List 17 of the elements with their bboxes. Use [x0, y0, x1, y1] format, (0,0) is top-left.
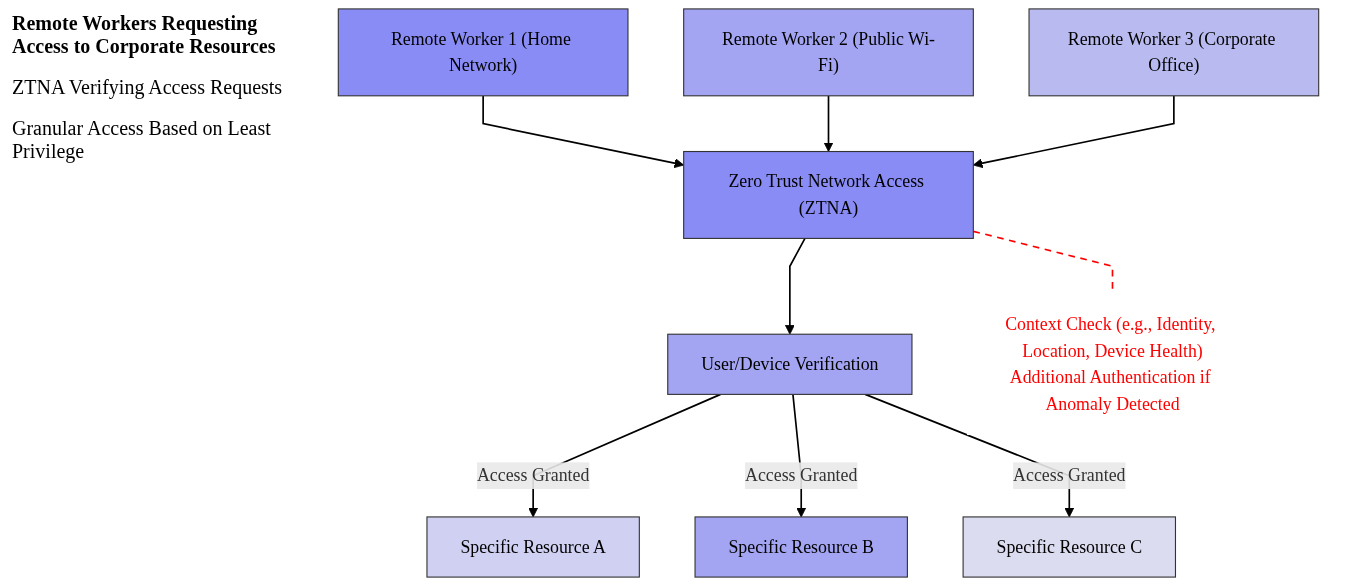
node-box: Specific Resource C — [962, 516, 1177, 578]
node-box: Remote Worker 1 (Home Network) — [337, 8, 629, 97]
edge-label: Access Granted — [476, 465, 590, 485]
arrow — [823, 94, 834, 152]
edge-label: Access Granted — [1013, 465, 1126, 485]
node-box: User/Device Verification — [667, 333, 913, 395]
diagram-title: Remote Workers Requesting Access to Corporate Resources — [12, 12, 277, 58]
node-box: Remote Worker 2 (Public Wi-Fi) — [683, 8, 974, 97]
node-text: Context Check (e.g., Identity, Location, Device Health) Additional Authentication if Anomaly Detected — [1005, 314, 1216, 414]
note-text: Granular Access Based on Least Privilege — [12, 117, 272, 163]
node-box: Zero Trust Network Access (ZTNA) — [683, 150, 974, 239]
node-box: Remote Worker 3 (Corporate Office) — [1028, 8, 1320, 97]
node-box: Specific Resource B — [694, 516, 908, 578]
node-box: Specific Resource A — [426, 516, 640, 578]
note-text: ZTNA Verifying Access Requests — [12, 76, 284, 99]
arrow — [784, 237, 806, 335]
edge-label: Access Granted — [745, 465, 858, 485]
